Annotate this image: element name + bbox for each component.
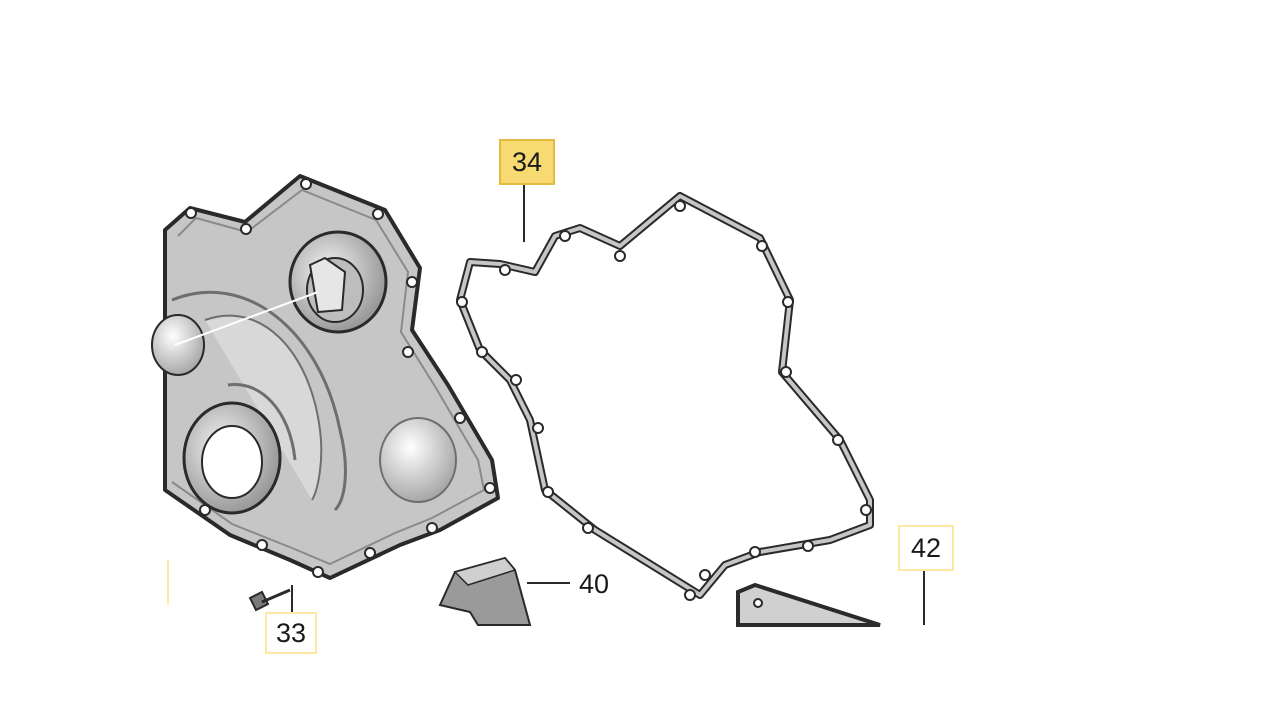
callout-42[interactable]: 42 (898, 525, 954, 571)
front-cover-part[interactable] (151, 174, 500, 580)
callout-34-label: 34 (511, 146, 543, 177)
callout-42-label: 42 (910, 532, 942, 563)
callout-partial-label: 33 (275, 618, 307, 648)
bolt-part[interactable] (248, 588, 291, 612)
diagram-drawing (151, 174, 925, 627)
callout-partial[interactable]: 33 (265, 612, 317, 654)
callout-partial-clip: 33 (265, 612, 323, 654)
gasket-part[interactable] (456, 192, 874, 601)
callout-40-label: 40 (578, 568, 610, 599)
part-40[interactable] (438, 556, 532, 626)
callout-34[interactable]: 34 (499, 139, 555, 185)
part-42[interactable] (736, 582, 881, 627)
callout-40[interactable]: 40 (572, 566, 616, 602)
